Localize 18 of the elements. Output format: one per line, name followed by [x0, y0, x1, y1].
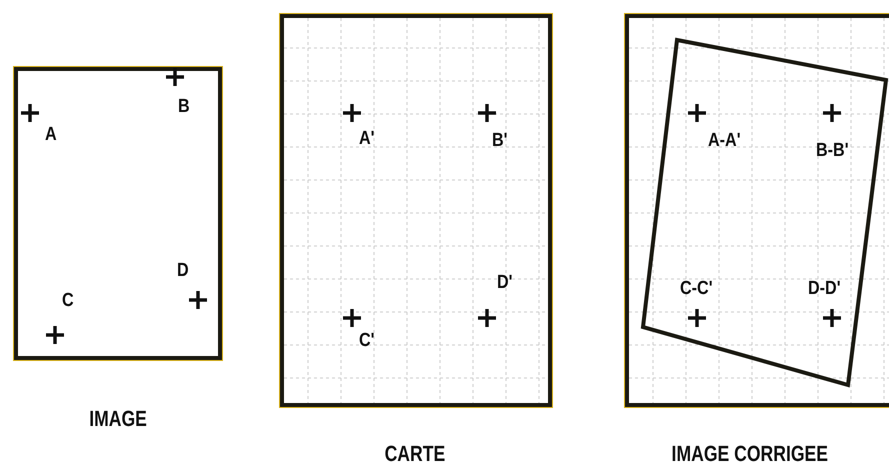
point-label: C-C' [680, 278, 713, 300]
map-frame [625, 14, 889, 407]
node-label: IMAGE [89, 406, 147, 432]
image-frame [14, 67, 222, 360]
point-label: C' [359, 330, 375, 352]
node-label: IMAGE CORRIGEE [672, 441, 828, 467]
point-label: B [178, 96, 190, 118]
point-label: D [177, 260, 189, 282]
point-label: A-A' [708, 130, 741, 152]
map-frame [280, 14, 552, 407]
point-label: B-B' [816, 140, 849, 162]
point-label: A' [359, 128, 375, 150]
point-label: B' [492, 130, 508, 152]
point-label: A [45, 124, 57, 146]
point-label: C [62, 290, 74, 312]
point-label: D' [497, 272, 513, 294]
node-label: CARTE [384, 441, 446, 467]
point-label: D-D' [808, 278, 841, 300]
